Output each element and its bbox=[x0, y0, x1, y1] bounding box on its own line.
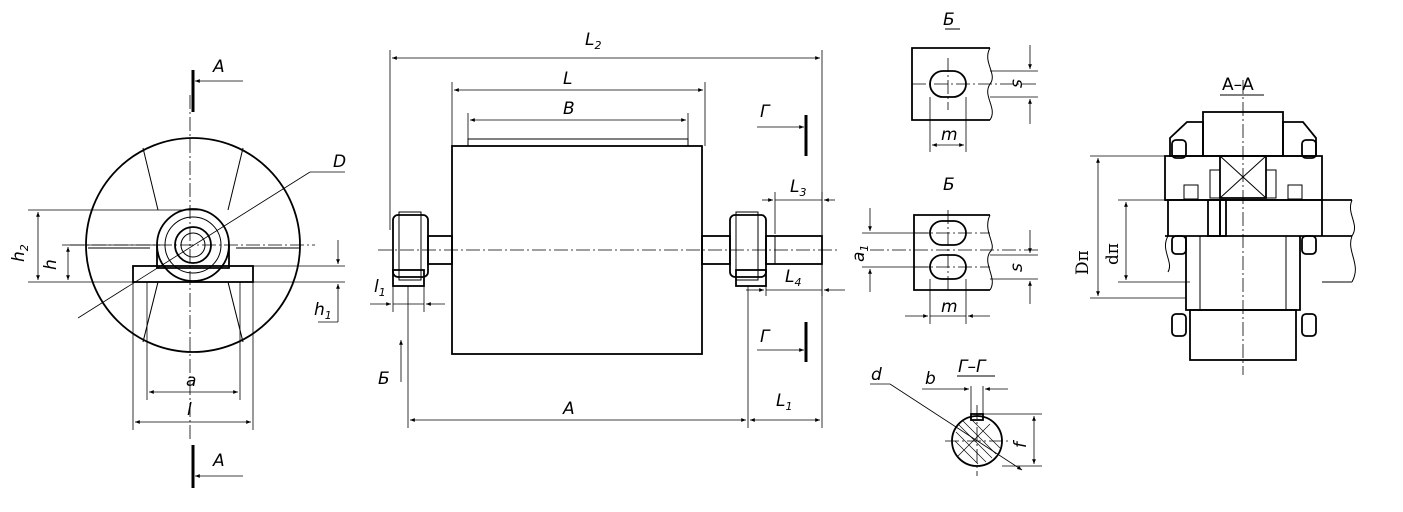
section-aa-title: A–A bbox=[1222, 75, 1254, 95]
d-diameter-label: D bbox=[333, 152, 346, 172]
l1-sub: 1 bbox=[379, 286, 386, 299]
section-a-a: A–A bbox=[1073, 75, 1356, 375]
svg-text:L1: L1 bbox=[776, 391, 792, 413]
l3-label: L bbox=[790, 177, 799, 197]
h1-label: h bbox=[314, 300, 325, 320]
svg-text:L2: L2 bbox=[585, 30, 601, 52]
l2-label: L bbox=[585, 30, 594, 50]
h2-label: h bbox=[9, 251, 29, 262]
view-b-top-title: Б bbox=[943, 10, 955, 30]
h1-sub: 1 bbox=[325, 309, 332, 322]
a1-sub: 1 bbox=[858, 245, 871, 252]
d-key-label: d bbox=[871, 365, 882, 385]
svg-text:h2: h2 bbox=[9, 244, 31, 262]
svg-text:l1: l1 bbox=[374, 277, 386, 299]
b-width-label: B bbox=[563, 99, 575, 119]
view-b-mid-title: Б bbox=[943, 175, 955, 195]
end-view: A A D h2 h h1 a l bbox=[9, 57, 346, 488]
a1-label: a bbox=[849, 252, 869, 262]
l4-label: L bbox=[785, 267, 794, 287]
section-a-bottom-label: A bbox=[212, 451, 225, 471]
svg-text:a1: a1 bbox=[849, 245, 871, 262]
svg-text:h1: h1 bbox=[314, 300, 332, 322]
section-a-top-label: A bbox=[212, 57, 225, 77]
section-gg-title: Г–Г bbox=[958, 357, 987, 377]
l1-big-label: L bbox=[776, 391, 785, 411]
view-b-top: Б s m bbox=[911, 10, 1038, 152]
svg-text:L4: L4 bbox=[785, 267, 801, 289]
section-g-top-label: Г bbox=[760, 102, 771, 122]
l4-sub: 4 bbox=[794, 276, 801, 289]
section-g-g: Г–Г b d f bbox=[870, 357, 1042, 476]
h2-sub: 2 bbox=[18, 244, 31, 251]
l1-big-sub: 1 bbox=[785, 400, 792, 413]
dp-outer-label: Dп bbox=[1073, 250, 1093, 275]
l2-sub: 2 bbox=[594, 39, 601, 52]
dp-inner-label: dп bbox=[1103, 243, 1123, 265]
l1-label: l bbox=[374, 277, 379, 297]
side-view: L2 L B Г Г L3 L4 bbox=[370, 30, 845, 428]
view-b-mid: Б a1 s m bbox=[849, 175, 1038, 324]
svg-text:L3: L3 bbox=[790, 177, 806, 199]
f-key-label: f bbox=[1011, 439, 1031, 448]
m-top-label: m bbox=[941, 125, 958, 145]
h-label: h bbox=[41, 259, 61, 270]
a-label: a bbox=[186, 371, 196, 391]
l3-sub: 3 bbox=[799, 186, 806, 199]
l-length-label: L bbox=[563, 69, 572, 89]
section-g-bottom-label: Г bbox=[760, 327, 771, 347]
s-mid-label: s bbox=[1007, 263, 1027, 272]
m-mid-label: m bbox=[941, 297, 958, 317]
l-label: l bbox=[187, 400, 192, 420]
a-dim-label: A bbox=[562, 399, 575, 419]
s-top-label: s bbox=[1007, 79, 1027, 88]
b-key-label: b bbox=[925, 369, 936, 389]
view-b-arrow-label: Б bbox=[378, 369, 390, 389]
